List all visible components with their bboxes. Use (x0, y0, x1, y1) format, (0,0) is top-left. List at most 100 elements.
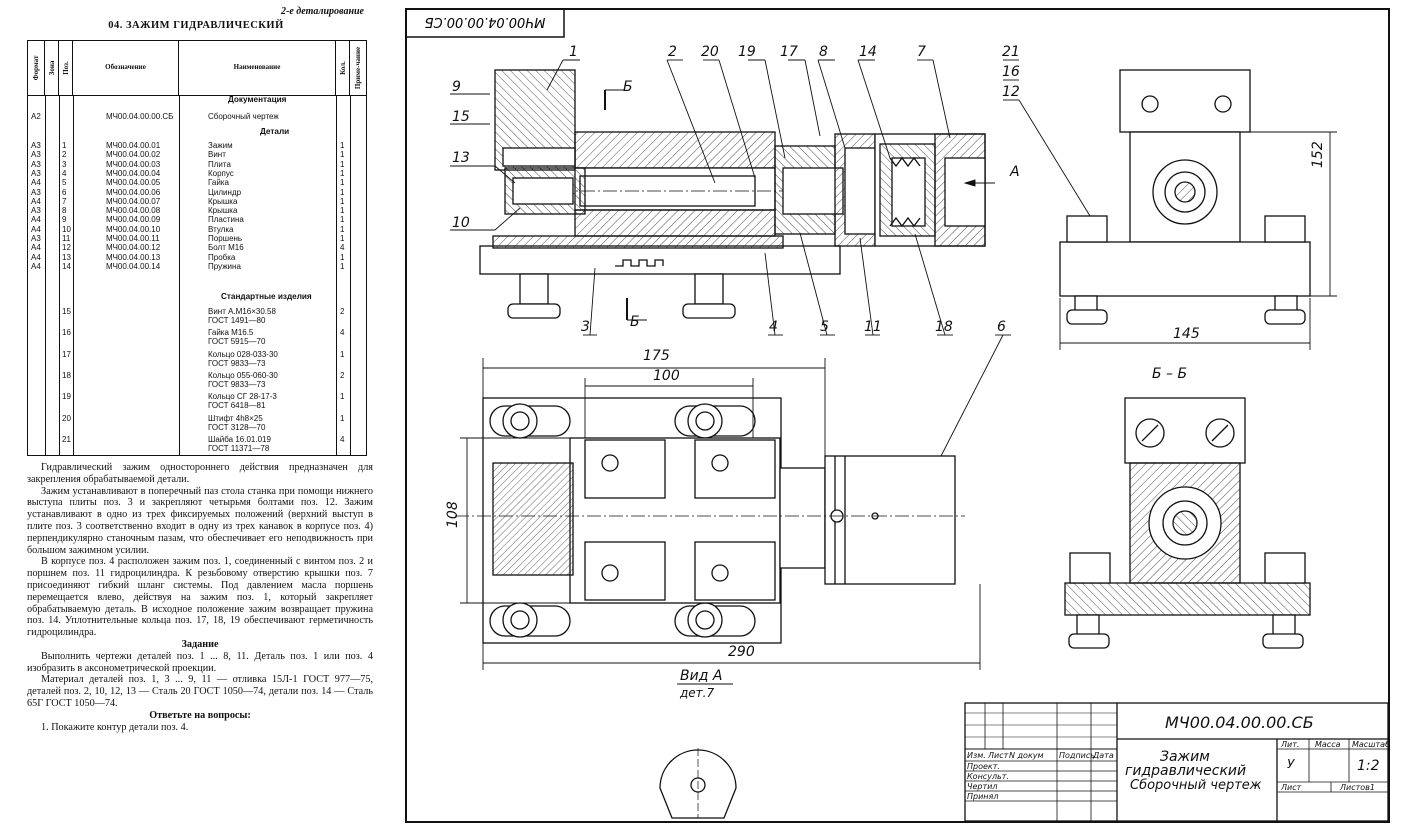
col-zone-header: Зона (45, 41, 59, 95)
plan-dimensions (460, 358, 981, 670)
svg-text:152: 152 (1310, 141, 1326, 168)
svg-text:21: 21 (1002, 44, 1020, 60)
questions-title: Ответьте на вопросы: (149, 709, 251, 721)
svg-text:8: 8 (819, 44, 828, 60)
svg-text:5: 5 (820, 319, 829, 335)
svg-text:100: 100 (653, 368, 680, 384)
plan-view (455, 397, 965, 644)
plan-dim-text: 175 100 108 290 (445, 348, 755, 660)
side-dim-text: 152 145 Б – Б (1152, 141, 1326, 382)
svg-text:108: 108 (445, 501, 461, 528)
svg-text:175: 175 (643, 348, 670, 364)
section-docs: Документация (228, 95, 287, 104)
svg-text:3: 3 (581, 319, 590, 335)
svg-text:19: 19 (738, 44, 756, 60)
leader-numbers: 1 2 20 19 17 8 14 7 21 16 12 9 15 13 10 … (452, 44, 1020, 335)
svg-text:У: У (1287, 757, 1295, 771)
svg-text:Лист: Лист (987, 751, 1009, 760)
svg-text:МЧ00.04.00.00.СБ: МЧ00.04.00.00.СБ (425, 14, 546, 29)
svg-text:Подпись: Подпись (1059, 751, 1095, 760)
task-p2: Материал деталей поз. 1, 3 ... 9, 11 — о… (27, 674, 373, 709)
svg-text:7: 7 (917, 44, 926, 60)
description-p3: В корпусе поз. 4 расположен зажим поз. 1… (27, 556, 373, 639)
svg-text:Вид А: Вид А (680, 668, 722, 684)
svg-text:N докум: N докум (1009, 751, 1044, 760)
svg-text:Лист: Лист (1280, 783, 1302, 792)
question-1: 1. Покажите контур детали поз. 4. (41, 721, 189, 733)
title-block (964, 702, 1389, 822)
task-title: Задание (181, 638, 219, 650)
section-b-b-view (1064, 397, 1311, 649)
svg-text:10: 10 (452, 215, 470, 231)
svg-text:11: 11 (864, 319, 882, 335)
svg-text:Б: Б (623, 79, 633, 95)
description-p1: Гидравлический зажим одностороннего дейс… (27, 462, 373, 485)
svg-text:Масса: Масса (1315, 740, 1341, 749)
svg-text:145: 145 (1173, 326, 1200, 342)
svg-text:1: 1 (569, 44, 578, 60)
col-note-header: Приме-чание (354, 46, 362, 90)
svg-text:9: 9 (452, 79, 461, 95)
corner-stamp: МЧ00.04.00.00.СБ (405, 8, 565, 38)
svg-text:290: 290 (728, 644, 755, 660)
svg-text:6: 6 (997, 319, 1006, 335)
side-dimensions (1059, 131, 1337, 350)
svg-text:17: 17 (780, 44, 798, 60)
svg-text:Масштаб: Масштаб (1352, 740, 1390, 749)
svg-text:гидравлический: гидравлический (1125, 763, 1246, 779)
title-block-text: МЧ00.04.00.00.СБ Зажим гидравлический Сб… (967, 713, 1390, 801)
svg-text:Лит.: Лит. (1280, 740, 1299, 749)
sheet-frame (405, 8, 1390, 823)
svg-text:А: А (1009, 164, 1020, 180)
description-p2: Зажим устанавливают в поперечный паз сто… (27, 485, 373, 556)
page-header: 2-е деталирование (281, 6, 364, 17)
front-section-view (479, 69, 986, 319)
svg-text:Сборочный чертеж: Сборочный чертеж (1130, 778, 1262, 793)
svg-text:13: 13 (452, 150, 470, 166)
section-parts: Детали (260, 127, 290, 136)
col-qty-header: Кол. (336, 41, 350, 95)
front-leader-labels (450, 59, 1091, 459)
svg-text:Дата: Дата (1092, 751, 1114, 760)
svg-text:14: 14 (859, 44, 877, 60)
svg-text:Изм.: Изм. (967, 751, 986, 760)
svg-text:2: 2 (668, 44, 677, 60)
col-designation-header: Обозначение (73, 41, 179, 95)
svg-text:Зажим: Зажим (1160, 749, 1210, 765)
svg-text:16: 16 (1002, 64, 1020, 80)
svg-text:Листов1: Листов1 (1339, 783, 1375, 792)
svg-text:дет.7: дет.7 (679, 686, 714, 700)
task-p1: Выполнить чертежи деталей поз. 1 ... 8, … (27, 650, 373, 674)
svg-text:1:2: 1:2 (1357, 758, 1380, 774)
svg-text:18: 18 (935, 319, 953, 335)
section-cut-marks (604, 89, 647, 321)
assembly-drawing-sheet: МЧ00.04.00.00.СБ (405, 8, 1390, 823)
col-pos-header: Поз. (59, 41, 73, 95)
col-name-header: Наименование (179, 41, 336, 95)
specification-table: Формат Зона Поз. Обозначение Наименовани… (27, 40, 367, 456)
view-a-text: Вид А дет.7 (679, 668, 722, 700)
col-format-header: Формат (28, 41, 45, 95)
section-std: Стандартные изделия (221, 292, 312, 301)
svg-text:4: 4 (769, 319, 778, 335)
svg-text:20: 20 (701, 44, 719, 60)
